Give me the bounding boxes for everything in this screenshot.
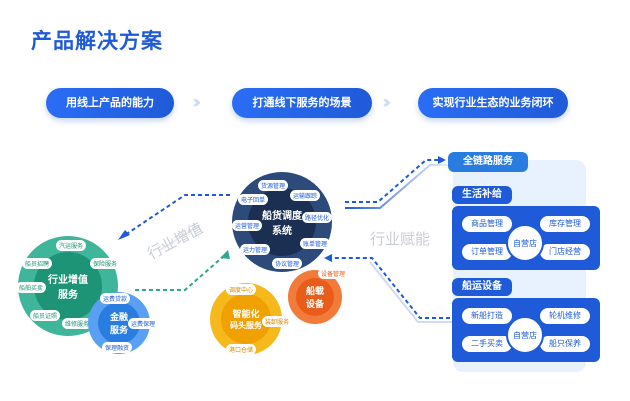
ring-label: 货源管理 <box>258 180 289 191</box>
ship-hub: 船载 设备 <box>296 278 334 316</box>
ring-label: 船舶买卖 <box>16 282 47 293</box>
ring-label: 港口仓储 <box>226 344 257 355</box>
step-3: 实现行业生态的业务闭环 <box>418 88 568 118</box>
ring-label: 调度中心 <box>226 284 257 295</box>
group-item: 船只保养 <box>540 336 590 352</box>
flow-label-right: 行业赋能 <box>370 230 431 248</box>
page-title: 产品解决方案 <box>31 29 163 53</box>
center-hub-label-line1: 船货调度 <box>262 211 302 222</box>
ring-label: 设备管理 <box>318 268 349 279</box>
smart-label-line2: 码头服务 <box>230 321 262 330</box>
ring-label: 运费贷款 <box>100 293 131 304</box>
group-item: 二手买卖 <box>462 336 512 352</box>
group-item: 新船打造 <box>462 308 512 324</box>
ring-label: 账单管理 <box>300 238 331 249</box>
ship-label-line1: 船载 <box>305 287 324 297</box>
ring-label: 运营管理 <box>232 220 263 231</box>
smart-label-line1: 智能化 <box>232 310 260 320</box>
group-item: 门店经营 <box>540 244 590 260</box>
left-hub-label-line1: 行业增值 <box>48 275 88 286</box>
finance-label-line2: 服务 <box>109 326 128 336</box>
ring-label: 电子回单 <box>238 194 269 205</box>
ship-label-line2: 设备 <box>305 300 324 310</box>
ring-label: 运费保理 <box>128 318 159 329</box>
ring-label: 运输跟踪 <box>290 190 321 201</box>
finance-label-line1: 金融 <box>109 313 128 323</box>
group-title: 船运设备 <box>452 278 512 296</box>
group-item: 库存管理 <box>540 216 590 232</box>
group-item: 订单管理 <box>462 244 512 260</box>
right-panel-header: 全链路服务 <box>448 152 528 172</box>
step-2: 打通线下服务的场景 <box>232 88 372 118</box>
center-hub-label-line2: 系统 <box>272 226 292 237</box>
ring-label: 汽运服务 <box>56 240 87 251</box>
left-hub-label-line2: 服务 <box>58 290 78 301</box>
ring-label: 装卸服务 <box>262 316 293 327</box>
ring-label: 路径优化 <box>302 212 333 223</box>
group-center: 自营店 <box>506 316 544 354</box>
ring-label: 保险服务 <box>90 258 121 269</box>
ring-label: 运力管理 <box>240 244 271 255</box>
group-item: 商品管理 <box>462 216 512 232</box>
ring-label: 保理融资 <box>102 342 133 353</box>
group-item: 轮机维修 <box>540 308 590 324</box>
ring-label: 船员招聘 <box>22 258 53 269</box>
group-title: 生活补给 <box>452 186 512 204</box>
ring-label: 协议管理 <box>272 258 303 269</box>
step-1: 用线上产品的能力 <box>46 88 174 118</box>
group-center: 自营店 <box>506 224 544 262</box>
ring-label: 维修服务 <box>62 318 93 329</box>
ring-label: 船员证照 <box>30 310 61 321</box>
